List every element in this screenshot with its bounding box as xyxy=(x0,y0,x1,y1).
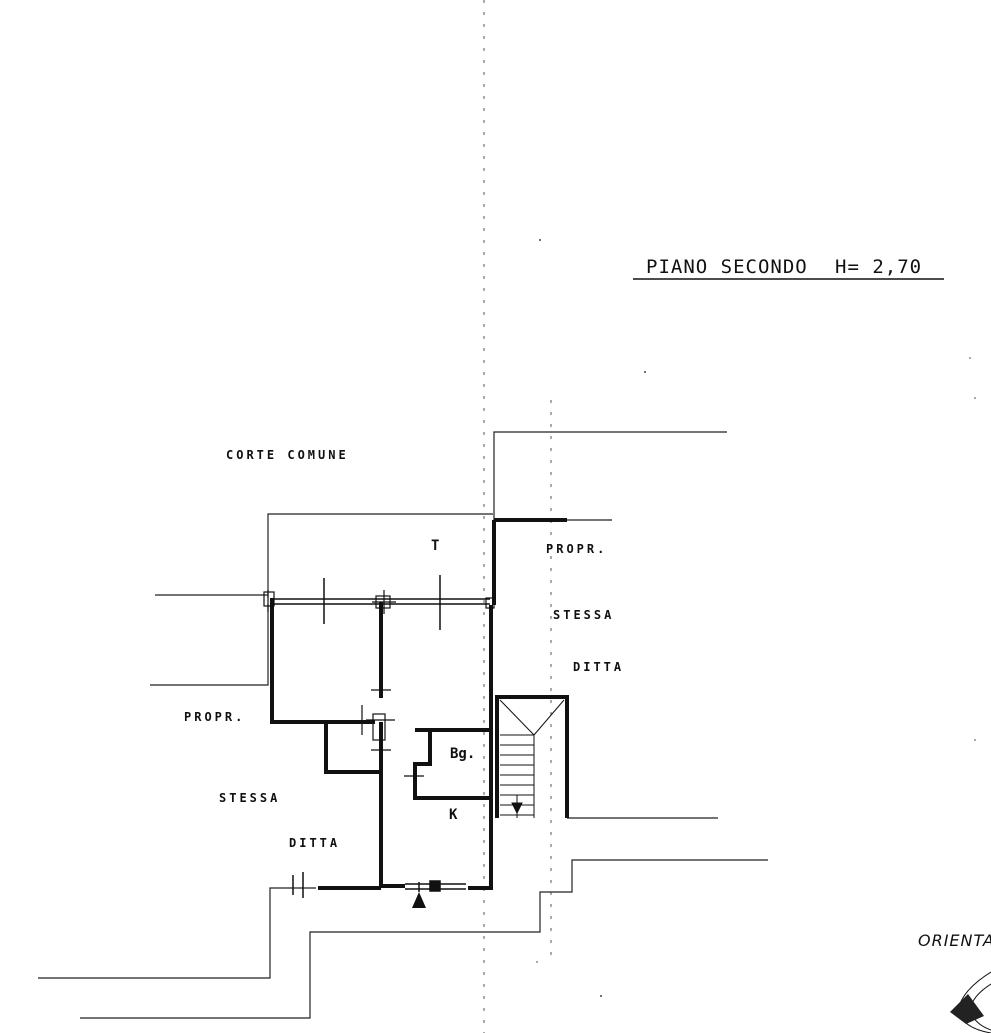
plan-title: PIANO SECONDO xyxy=(646,256,808,278)
boundary-lines xyxy=(38,431,768,1019)
scan-specks xyxy=(536,239,976,997)
pillar-marks xyxy=(263,590,495,777)
label-ditta-right: DITTA xyxy=(573,660,624,674)
entrance-arrow-icon xyxy=(412,882,426,908)
height-label: H= 2,70 xyxy=(835,256,922,278)
room-label-terrace: T xyxy=(431,538,439,554)
label-corte-comune: CORTE COMUNE xyxy=(226,448,349,462)
label-propr-left: PROPR. xyxy=(184,710,245,724)
label-stessa-left: STESSA xyxy=(219,791,280,805)
label-propr-right: PROPR. xyxy=(546,542,607,556)
label-stessa-right: STESSA xyxy=(553,608,614,622)
room-label-bath: Bg. xyxy=(450,746,475,762)
label-ditta-left: DITTA xyxy=(289,836,340,850)
walls xyxy=(270,518,569,890)
staircase xyxy=(499,699,565,818)
window-wall xyxy=(270,575,490,898)
orientation-label: ORIENTA xyxy=(918,931,991,950)
room-label-kitchen: K xyxy=(449,807,458,823)
north-arrow-icon xyxy=(950,971,991,1033)
